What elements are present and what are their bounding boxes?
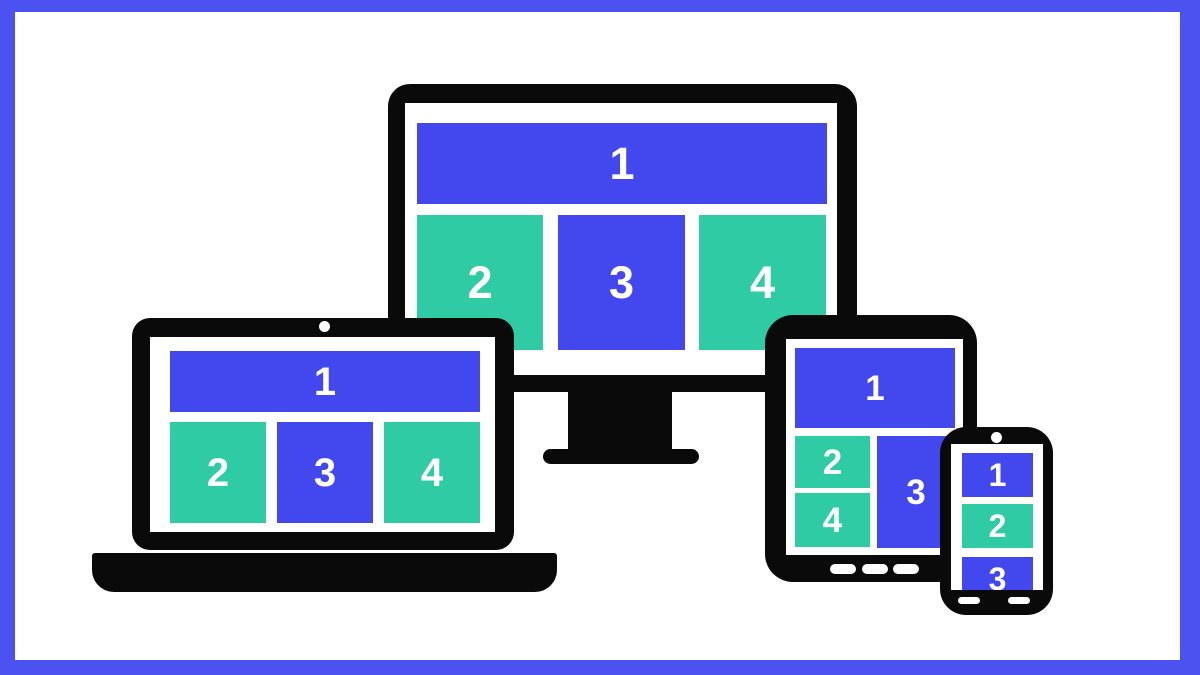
tablet-block-2: 2 [795,436,870,488]
tablet-screen: 1 2 4 3 [786,339,963,555]
desktop-block-1: 1 [417,123,827,204]
monitor-base [543,449,699,464]
phone-home-button [958,597,980,604]
laptop-block-2: 2 [170,422,266,523]
tablet-block-1: 1 [795,348,955,428]
laptop: 1 2 3 4 [132,318,514,550]
phone-block-2: 2 [962,504,1033,548]
tablet-home-button [830,564,856,574]
tablet-home-button [893,564,919,574]
laptop-block-3: 3 [277,422,373,523]
laptop-webcam-icon [319,321,330,332]
phone-screen: 1 2 3 [951,444,1043,590]
tablet-home-button [862,564,888,574]
phone-block-1: 1 [962,453,1033,497]
tablet-block-4: 4 [795,493,870,547]
phone-block-3: 3 [962,557,1033,590]
laptop-block-1: 1 [170,351,480,412]
desktop-screen: 1 2 3 4 [405,103,837,375]
monitor-stand [568,385,672,452]
phone-camera-icon [991,432,1002,443]
laptop-screen: 1 2 3 4 [150,337,495,532]
desktop-block-3: 3 [558,215,685,350]
laptop-block-4: 4 [384,422,480,523]
phone: 1 2 3 [940,427,1053,615]
phone-home-button [1008,597,1030,604]
laptop-base [92,553,557,592]
desktop-monitor: 1 2 3 4 [388,84,857,392]
